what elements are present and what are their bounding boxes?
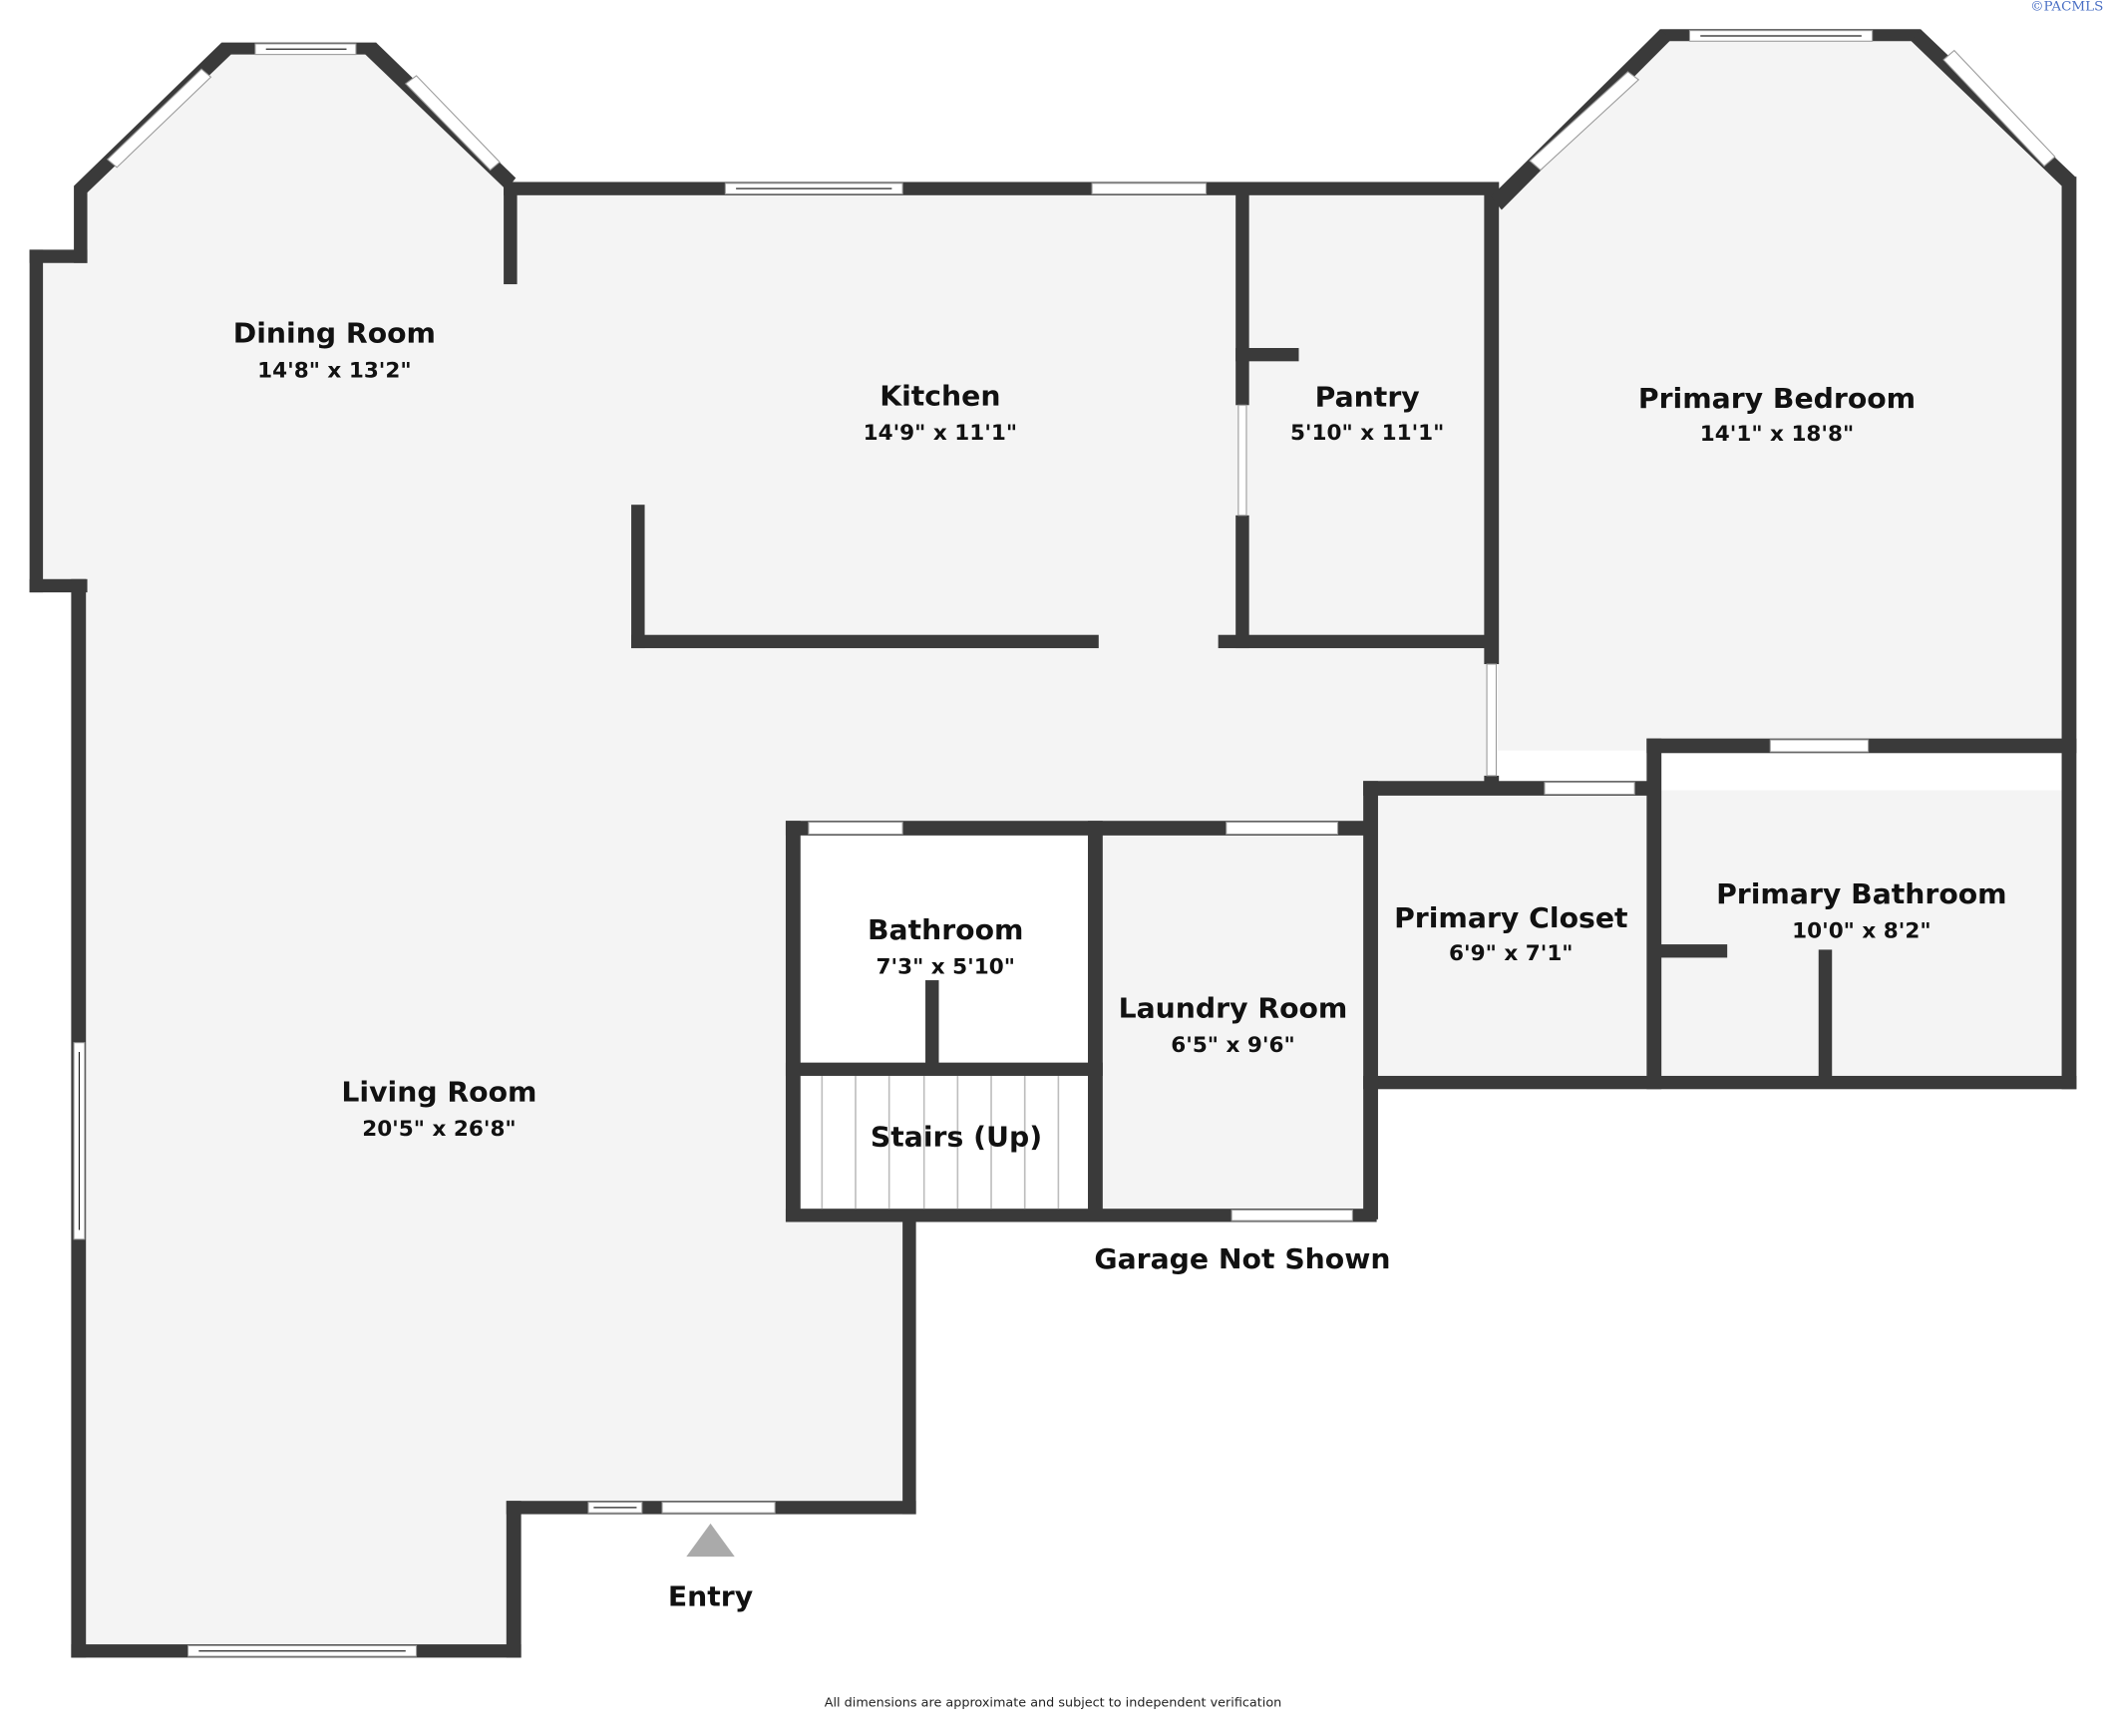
room-name-pantry: Pantry xyxy=(1315,381,1420,414)
copyright: ©PACMLS xyxy=(2030,0,2103,15)
disclaimer: All dimensions are approximate and subje… xyxy=(825,1695,1282,1710)
room-dims-primary-closet: 6'9" x 7'1" xyxy=(1449,941,1573,966)
room-dims-laundry: 6'5" x 9'6" xyxy=(1171,1033,1294,1058)
entry-label: Entry xyxy=(668,1580,753,1613)
room-name-dining: Dining Room xyxy=(233,317,436,350)
room-labels: Dining Room 14'8" x 13'2" Kitchen 14'9" … xyxy=(233,0,2104,1710)
room-name-primary-bedroom: Primary Bedroom xyxy=(1638,382,1916,415)
room-name-kitchen: Kitchen xyxy=(879,379,1000,412)
room-name-living: Living Room xyxy=(341,1075,536,1108)
room-dims-living: 20'5" x 26'8" xyxy=(362,1117,516,1142)
room-dims-primary-bathroom: 10'0" x 8'2" xyxy=(1792,919,1930,944)
floor-fills xyxy=(33,33,2066,1651)
room-dims-primary-bedroom: 14'1" x 18'8" xyxy=(1700,422,1854,447)
room-name-laundry: Laundry Room xyxy=(1119,992,1348,1025)
room-dims-bathroom: 7'3" x 5'10" xyxy=(877,955,1015,980)
windows xyxy=(73,30,2056,1657)
stairs-treads xyxy=(821,1075,1060,1210)
room-dims-kitchen: 14'9" x 11'1" xyxy=(864,421,1017,446)
room-name-primary-closet: Primary Closet xyxy=(1394,901,1627,934)
room-name-stairs: Stairs (Up) xyxy=(871,1121,1042,1154)
room-dims-dining: 14'8" x 13'2" xyxy=(257,358,411,383)
walls xyxy=(29,29,2077,1658)
room-name-bathroom: Bathroom xyxy=(868,913,1023,946)
room-dims-pantry: 5'10" x 11'1" xyxy=(1290,421,1444,446)
room-name-primary-bathroom: Primary Bathroom xyxy=(1716,877,2007,910)
entry-arrow-icon xyxy=(686,1523,735,1558)
garage-note: Garage Not Shown xyxy=(1094,1242,1390,1275)
